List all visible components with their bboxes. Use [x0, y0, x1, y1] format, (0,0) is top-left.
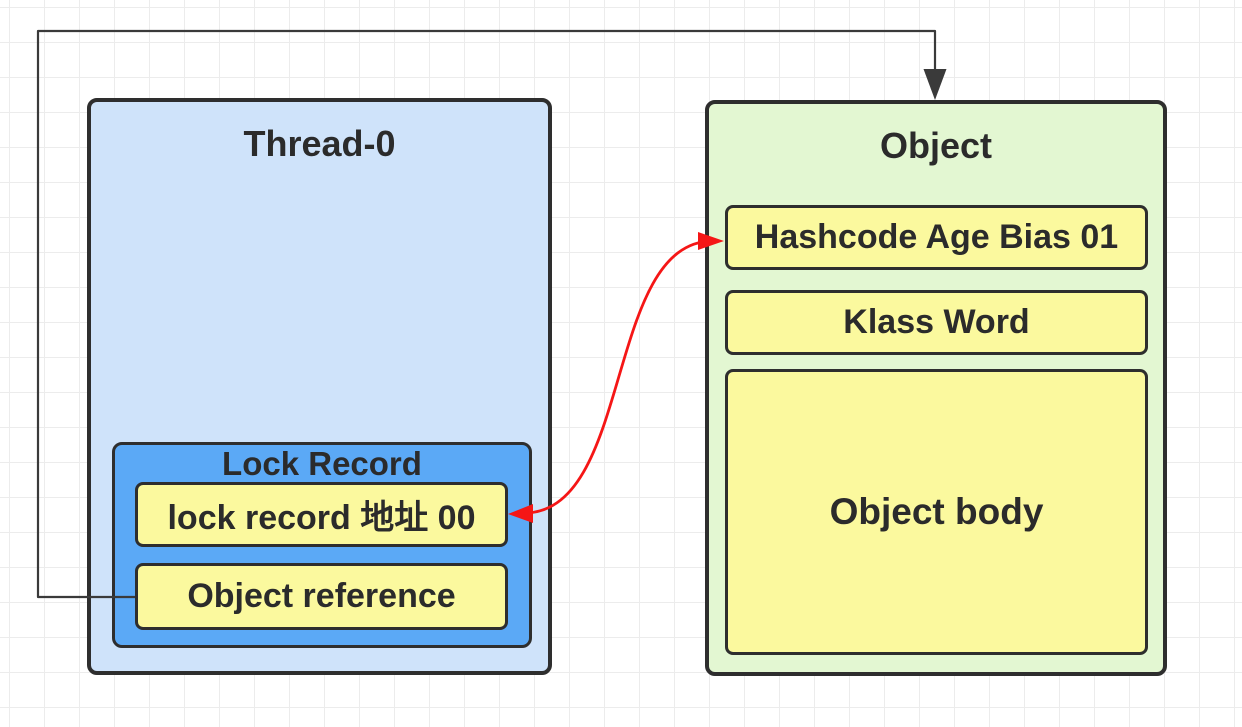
lock-record-cell-address: lock record 地址 00 — [135, 482, 508, 547]
lock-record-cell-address-label: lock record 地址 00 — [167, 499, 476, 537]
object-cell-mark-word: Hashcode Age Bias 01 — [725, 205, 1148, 270]
object-box: Object Hashcode Age Bias 01 Klass Word O… — [705, 100, 1167, 676]
object-cell-klass-word-label: Klass Word — [843, 303, 1030, 341]
down-arrowhead — [923, 69, 947, 100]
object-cell-body: Object body — [725, 369, 1148, 655]
object-cell-klass-word: Klass Word — [725, 290, 1148, 355]
lock-record-title: Lock Record — [222, 445, 422, 482]
object-cell-mark-word-label: Hashcode Age Bias 01 — [754, 218, 1119, 256]
lock-record-cell-object-reference-label: Object reference — [187, 577, 456, 615]
object-box-title: Object — [879, 125, 993, 166]
object-cell-body-label: Object body — [829, 491, 1044, 532]
lock-record-cell-object-reference: Object reference — [135, 563, 508, 630]
lock-record-box: Lock Record lock record 地址 00 Object ref… — [112, 442, 532, 648]
thread-box-title: Thread-0 — [243, 123, 396, 164]
thread-box: Thread-0 Lock Record lock record 地址 00 O… — [87, 98, 552, 675]
